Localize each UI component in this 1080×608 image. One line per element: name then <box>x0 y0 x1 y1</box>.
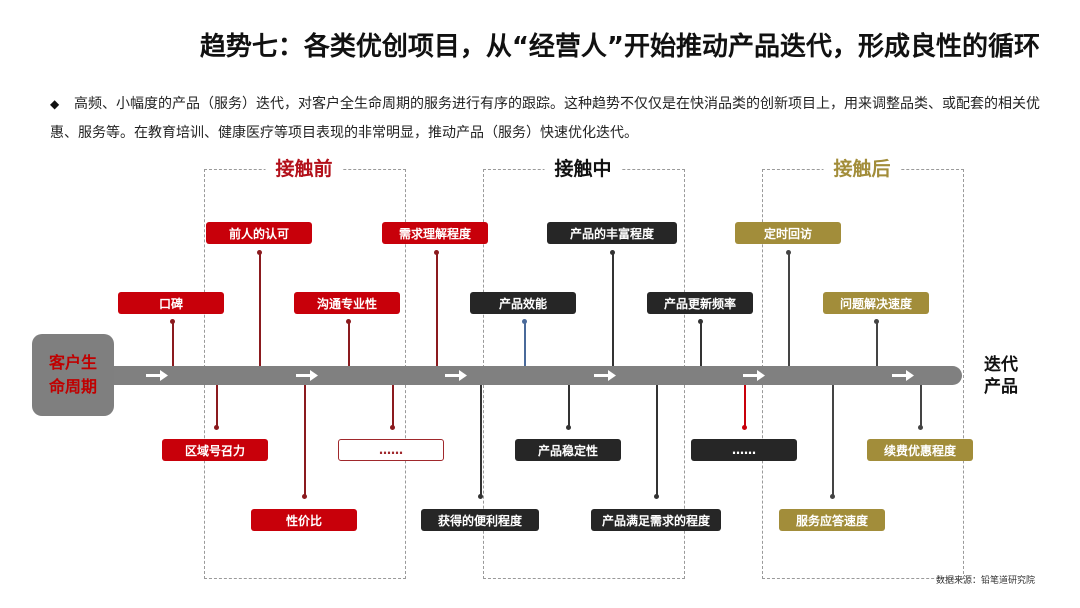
iterate-product-label: 迭代 产品 <box>984 354 1018 398</box>
connector-dot <box>874 319 879 324</box>
factor-tag: 性价比 <box>251 509 357 531</box>
diamond-bullet-icon: ◆ <box>50 97 60 111</box>
connector-dot <box>434 250 439 255</box>
connector-dot <box>346 319 351 324</box>
lifecycle-axis <box>113 366 962 385</box>
factor-tag-placeholder: …… <box>338 439 444 461</box>
lifecycle-label-line: 命周期 <box>48 377 97 396</box>
stage-heading-during: 接触中 <box>544 154 622 181</box>
factor-tag: 区域号召力 <box>162 439 268 461</box>
end-label-line: 产品 <box>984 377 1018 397</box>
stage-heading-before: 接触前 <box>265 154 343 181</box>
end-label-line: 迭代 <box>984 355 1018 375</box>
connector-line <box>436 253 438 366</box>
factor-tag: 续费优惠程度 <box>867 439 973 461</box>
connector-line <box>920 385 922 428</box>
factor-tag: 服务应答速度 <box>779 509 885 531</box>
lifecycle-label-line: 客户生 <box>48 353 97 372</box>
factor-tag: 定时回访 <box>735 222 841 244</box>
factor-tag-placeholder: …… <box>691 439 797 461</box>
arrow-right-icon <box>892 370 914 381</box>
connector-dot <box>786 250 791 255</box>
arrow-right-icon <box>445 370 467 381</box>
factor-tag: 产品更新频率 <box>647 292 753 314</box>
intro-paragraph: ◆高频、小幅度的产品（服务）迭代，对客户全生命周期的服务进行有序的跟踪。这种趋势… <box>50 90 1050 148</box>
arrow-right-icon <box>146 370 168 381</box>
page-title: 趋势七：各类优创项目，从“经营人”开始推动产品迭代，形成良性的循环 <box>199 32 1040 62</box>
connector-line <box>568 385 570 428</box>
connector-dot <box>522 319 527 324</box>
connector-dot <box>918 425 923 430</box>
connector-line <box>700 322 702 366</box>
connector-line <box>832 385 834 497</box>
connector-line <box>656 385 658 497</box>
connector-dot <box>478 494 483 499</box>
connector-dot <box>257 250 262 255</box>
factor-tag: 获得的便利程度 <box>421 509 539 531</box>
factor-tag: 产品稳定性 <box>515 439 621 461</box>
factor-tag: 前人的认可 <box>206 222 312 244</box>
connector-line <box>480 385 482 497</box>
connector-line <box>259 253 261 366</box>
connector-dot <box>302 494 307 499</box>
connector-line <box>172 322 174 366</box>
connector-line <box>216 385 218 428</box>
factor-tag: 问题解决速度 <box>823 292 929 314</box>
factor-tag: 沟通专业性 <box>294 292 400 314</box>
connector-dot <box>610 250 615 255</box>
connector-dot <box>830 494 835 499</box>
connector-dot <box>654 494 659 499</box>
connector-dot <box>742 425 747 430</box>
connector-line <box>612 253 614 366</box>
intro-text: 高频、小幅度的产品（服务）迭代，对客户全生命周期的服务进行有序的跟踪。这种趋势不… <box>50 96 1040 141</box>
factor-tag: 口碑 <box>118 292 224 314</box>
factor-tag: 产品效能 <box>470 292 576 314</box>
arrow-right-icon <box>594 370 616 381</box>
connector-dot <box>214 425 219 430</box>
factor-tag: 产品的丰富程度 <box>547 222 677 244</box>
connector-line <box>304 385 306 497</box>
arrow-right-icon <box>296 370 318 381</box>
customer-lifecycle-label: 客户生命周期 <box>32 334 114 416</box>
connector-dot <box>566 425 571 430</box>
connector-dot <box>698 319 703 324</box>
data-source: 数据来源：铅笔道研究院 <box>936 576 1036 586</box>
connector-line <box>876 322 878 366</box>
factor-tag: 产品满足需求的程度 <box>591 509 721 531</box>
connector-dot <box>170 319 175 324</box>
connector-line <box>392 385 394 428</box>
connector-dot <box>390 425 395 430</box>
connector-line <box>788 253 790 366</box>
factor-tag: 需求理解程度 <box>382 222 488 244</box>
connector-line <box>744 385 746 428</box>
stage-heading-after: 接触后 <box>823 154 901 181</box>
arrow-right-icon <box>743 370 765 381</box>
connector-line <box>348 322 350 366</box>
connector-line <box>524 322 526 366</box>
